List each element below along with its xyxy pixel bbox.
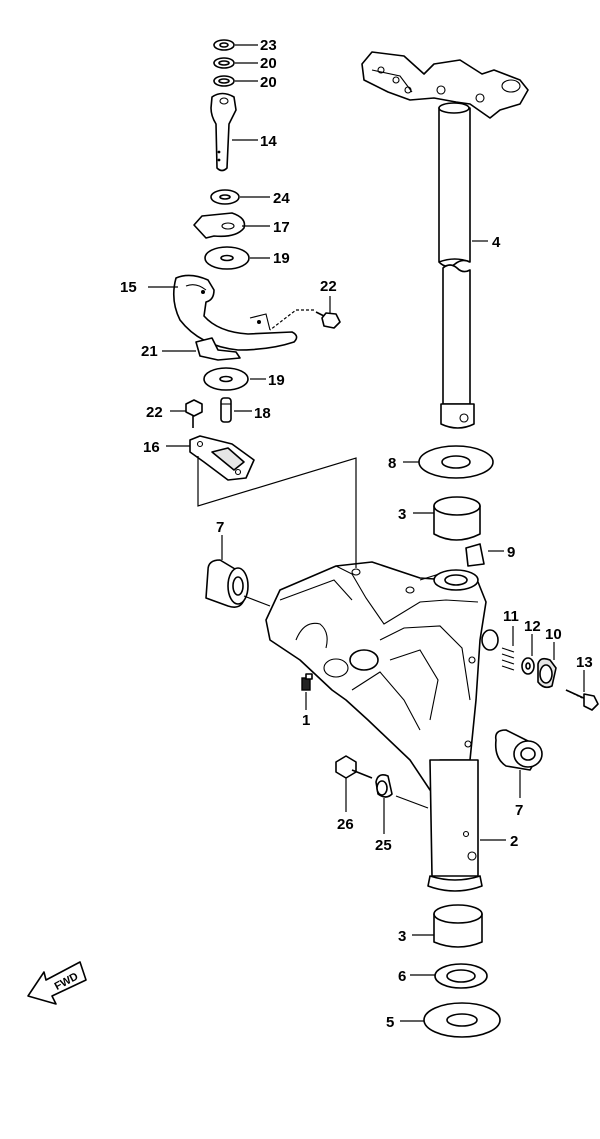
part-13-bolt [565, 689, 599, 711]
callout-19-a: 19 [273, 250, 290, 267]
callout-9: 9 [507, 544, 515, 561]
callout-20-b: 20 [260, 74, 277, 91]
part-7-bushing-left [205, 559, 249, 608]
part-12-washer [521, 657, 535, 675]
fwd-arrow-icon: FWD [27, 961, 87, 1005]
part-23-nut [213, 39, 235, 51]
callout-labels: 23 20 20 14 24 17 19 15 22 21 19 22 18 1… [120, 37, 593, 1031]
callout-20-a: 20 [260, 55, 277, 72]
callout-25: 25 [375, 837, 392, 854]
part-22-bolt-upper [315, 311, 341, 329]
callout-13: 13 [576, 654, 593, 671]
callout-3-lower: 3 [398, 928, 406, 945]
part-1-grease-fitting [301, 673, 313, 691]
callout-7-right: 7 [515, 802, 523, 819]
part-4-steering-shaft [361, 51, 529, 429]
callout-6: 6 [398, 968, 406, 985]
part-22-bolt-lower [185, 399, 203, 428]
part-20-washer-lower [213, 75, 235, 87]
part-20-washer-upper [213, 57, 235, 69]
callout-12: 12 [524, 618, 541, 635]
part-16-bracket [189, 435, 255, 481]
callout-3-upper: 3 [398, 506, 406, 523]
part-17-plate [193, 212, 246, 239]
callout-23: 23 [260, 37, 277, 54]
callout-18: 18 [254, 405, 271, 422]
part-24-washer [210, 189, 240, 205]
part-5-washer [423, 1002, 501, 1038]
callout-15: 15 [120, 279, 137, 296]
part-2-swivel-bracket [265, 561, 499, 892]
callout-16: 16 [143, 439, 160, 456]
callout-26: 26 [337, 816, 354, 833]
callout-5: 5 [386, 1014, 394, 1031]
part-15-tilt-lever [172, 274, 298, 351]
part-3-bushing-lower [433, 904, 483, 948]
part-26-bolt [335, 755, 373, 779]
part-10-bushing [537, 657, 557, 689]
part-7-bushing-right [494, 729, 543, 771]
callout-7-left: 7 [216, 519, 224, 536]
part-11-spring [501, 647, 515, 671]
part-19-washer-lower [203, 367, 249, 391]
callout-24: 24 [273, 190, 290, 207]
part-8-washer [418, 445, 494, 479]
callout-1: 1 [302, 712, 310, 729]
leader-lines [148, 44, 585, 1022]
part-18-pin [220, 397, 232, 423]
part-3-bushing-upper [433, 496, 481, 541]
callout-14: 14 [260, 133, 277, 150]
part-21-spring [195, 337, 241, 361]
callout-22-b: 22 [146, 404, 163, 421]
part-9-key [465, 543, 485, 567]
part-25-collar [375, 774, 393, 798]
callout-17: 17 [273, 219, 290, 236]
part-19-washer-upper [204, 246, 250, 270]
callout-22-a: 22 [320, 278, 337, 295]
callout-2: 2 [510, 833, 518, 850]
callout-10: 10 [545, 626, 562, 643]
part-14-lever [210, 92, 237, 172]
callout-4: 4 [492, 234, 501, 251]
callout-8: 8 [388, 455, 396, 472]
part-6-washer [434, 963, 488, 989]
callout-19-b: 19 [268, 372, 285, 389]
callout-11: 11 [503, 608, 519, 625]
callout-21: 21 [141, 343, 158, 360]
